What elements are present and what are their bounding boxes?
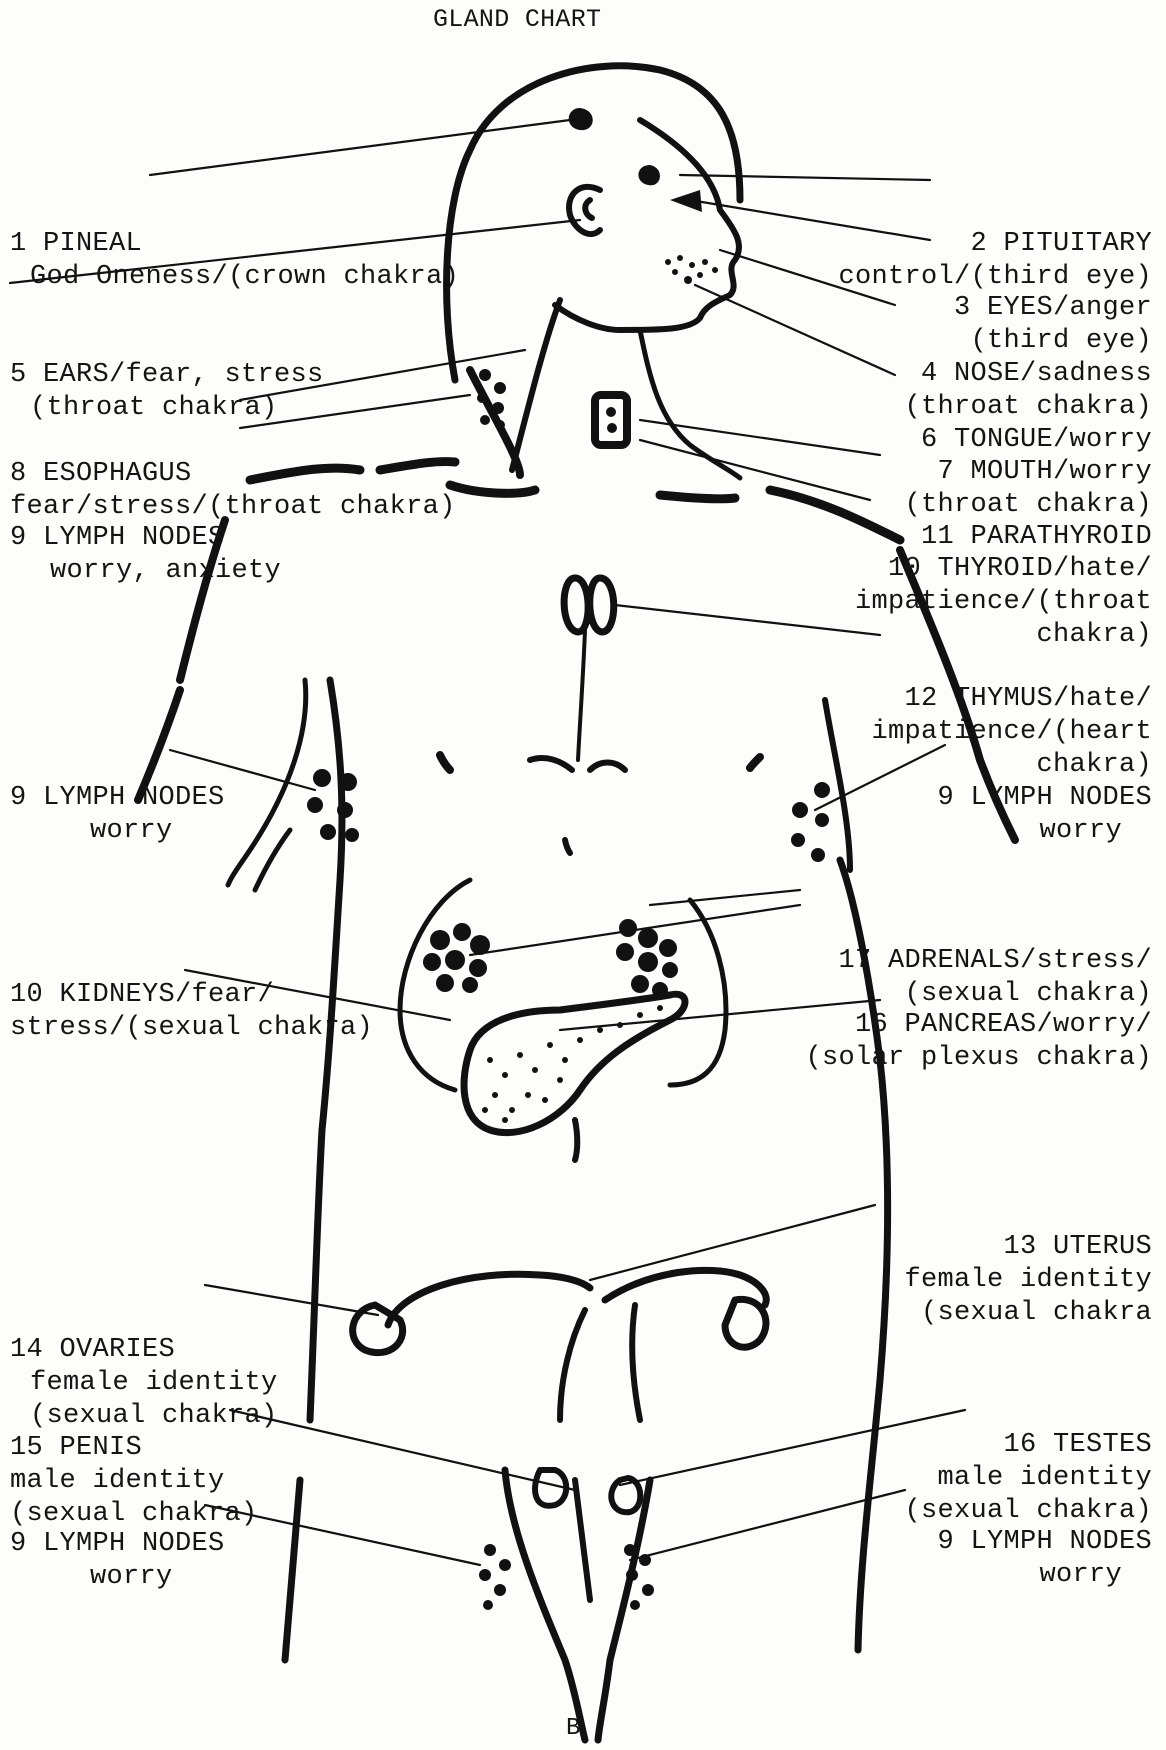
parathyroid-gland — [606, 407, 616, 417]
arm-right-inner — [825, 700, 850, 870]
pancreas — [464, 994, 685, 1132]
ear — [569, 187, 600, 234]
chart-title: GLAND CHART — [433, 3, 601, 36]
fallopian-left — [388, 1274, 590, 1325]
lymph-nodes-arm-right — [791, 782, 830, 862]
lymph-nodes-neck — [477, 369, 506, 430]
collar — [450, 485, 535, 493]
pointer-thymus — [615, 605, 880, 635]
rib-left — [530, 758, 572, 770]
pituitary-gland — [638, 165, 660, 185]
head-outline — [447, 66, 740, 380]
neck-front — [640, 330, 740, 478]
pointer-penis — [230, 1410, 575, 1490]
arm-left-inner2 — [255, 830, 290, 890]
thyroid — [595, 395, 627, 445]
mouth-speckles — [665, 255, 718, 284]
leg-right-inner — [598, 1480, 650, 1740]
chest-mark — [565, 840, 570, 853]
pineal-gland — [569, 108, 593, 130]
eye — [670, 190, 702, 212]
penis — [575, 1480, 590, 1600]
leg-left-inner — [505, 1470, 585, 1740]
adrenal-glands — [423, 919, 678, 998]
label-kidneys: 10 KIDNEYS/fear/stress/(sexual chakra) — [10, 913, 373, 1111]
thymus — [564, 578, 614, 632]
rib-right — [590, 763, 625, 771]
kidney-left — [400, 880, 470, 1090]
pointer-uterus — [590, 1205, 875, 1280]
nipple-right — [750, 757, 760, 768]
lymph-nodes-arm-left — [307, 769, 359, 842]
esophagus-tube — [512, 300, 560, 470]
uterus-left — [560, 1310, 585, 1420]
testes — [535, 1470, 640, 1512]
lymph-nodes-groin-left — [479, 1544, 511, 1610]
torso-left-lower — [285, 1480, 300, 1660]
label-lymph-arm-left: 9 LYMPH NODESworry — [10, 716, 225, 914]
ovary-right — [725, 1299, 766, 1347]
pointer-adrenals-a — [650, 890, 800, 905]
arm-left-inner — [228, 680, 306, 885]
face-profile — [555, 120, 739, 330]
label-pancreas: 16 PANCREAS/worry/(solar plexus chakra) — [805, 943, 1152, 1141]
page-letter: B — [566, 1712, 581, 1745]
sternum — [578, 630, 585, 760]
nipple-left — [440, 755, 450, 770]
collar-r — [660, 495, 735, 499]
pancreas-stem — [575, 1120, 577, 1160]
uterus-right — [632, 1305, 640, 1420]
